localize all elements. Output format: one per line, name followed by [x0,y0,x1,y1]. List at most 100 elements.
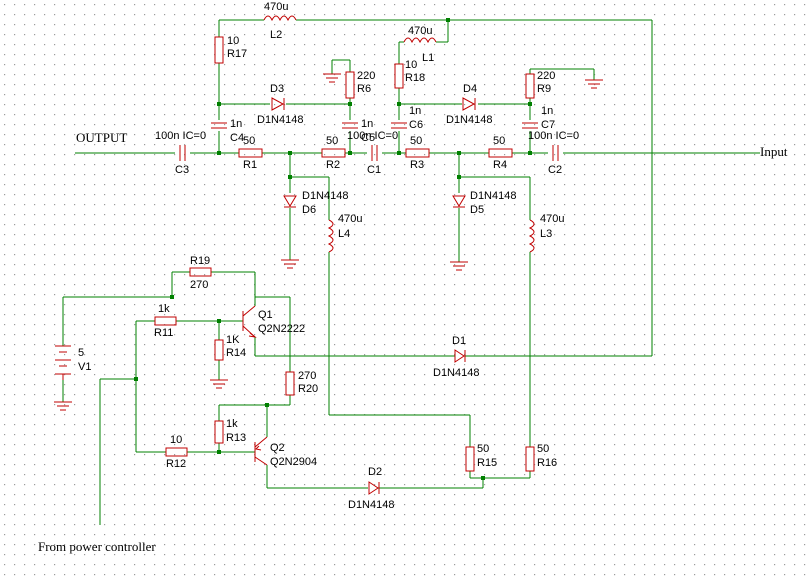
R20-value: 270 [298,370,316,382]
transistor-Q2[interactable] [254,436,268,466]
D6-value: D1N4148 [302,190,348,202]
R1-ref: R1 [243,159,257,171]
R14-ref: R14 [226,347,246,359]
R9-value: 220 [537,70,555,82]
R3-value: 50 [410,135,422,147]
R15-value: 50 [477,443,489,455]
capacitor-C4[interactable] [211,122,227,129]
D2-ref: D2 [368,466,382,478]
R9-ref: R9 [537,83,551,95]
D3-ref: D3 [270,83,284,95]
Q1-ref: Q1 [258,309,273,321]
L4-ref: L4 [338,228,350,240]
V1-value: 5 [78,347,84,359]
L2-value: 470u [264,1,288,13]
resistor-R13[interactable] [214,420,224,444]
D1-ref: D1 [452,335,466,347]
R13-ref: R13 [226,432,246,444]
capacitor-C6[interactable] [391,122,407,129]
resistor-R6[interactable] [345,71,355,99]
resistor-R3[interactable] [405,148,430,158]
diode-D4[interactable] [462,97,476,111]
R12-ref: R12 [166,458,186,470]
ground-icon [450,261,468,271]
transistor-Q1[interactable] [242,305,257,338]
diode-D6[interactable] [283,195,297,208]
L1-value: 470u [408,25,432,37]
diode-D1[interactable] [454,349,466,363]
D4-value: D1N4148 [446,114,492,126]
R19-ref: R19 [190,255,210,267]
inductor-L4[interactable] [327,219,334,253]
D4-ref: D4 [463,83,477,95]
R17-value: 10 [227,35,239,47]
C3-ref: C3 [175,164,189,176]
D2-value: D1N4148 [348,499,394,511]
R19-value: 270 [190,279,208,291]
inductor-L1[interactable] [403,37,437,44]
R14-value: 1K [226,334,240,346]
junction-dots [134,18,532,480]
Q2-value: Q2N2904 [270,456,317,468]
resistor-R17[interactable] [214,36,224,64]
R11-value: 1k [158,303,170,315]
inductor-L3[interactable] [528,219,535,253]
C3-value: 100n IC=0 [155,130,206,142]
D5-ref: D5 [470,204,484,216]
Q2-ref: Q2 [270,442,285,454]
resistor-R14[interactable] [214,339,224,361]
R2-value: 50 [326,135,338,147]
L3-ref: L3 [540,228,552,240]
ground-icon [585,79,603,89]
resistor-R20[interactable] [285,371,295,396]
resistor-R19[interactable] [189,267,212,277]
V1-ref: V1 [78,361,91,373]
C1-value: 100n IC=0 [347,130,398,142]
R12-value: 10 [170,434,182,446]
diode-D3[interactable] [271,97,285,111]
C7-value: 1n [541,105,553,117]
diode-D2[interactable] [368,481,380,495]
capacitor-C7[interactable] [522,122,538,129]
input-label: Input [760,144,788,159]
R6-value: 220 [357,70,375,82]
capacitor-C1[interactable] [371,145,378,161]
part-labels: 470u L2 470u L1 10 R17 220 R6 10 R18 220… [78,1,579,511]
resistor-R15[interactable] [465,446,475,472]
diode-D5[interactable] [452,195,466,208]
capacitor-C3[interactable] [179,145,186,161]
C7-ref: C7 [541,119,555,131]
resistor-R16[interactable] [525,446,535,472]
inductor-L2[interactable] [263,15,297,22]
resistor-R12[interactable] [165,447,188,457]
R1-value: 50 [243,135,255,147]
C6-value: 1n [409,105,421,117]
capacitor-C2[interactable] [552,145,559,161]
ground-icon [281,259,299,269]
power-controller-label: From power controller [38,539,156,554]
R18-ref: R18 [405,72,425,84]
battery-V1[interactable] [55,345,71,380]
C2-value: 100n IC=0 [528,130,579,142]
R11-ref: R11 [154,327,173,339]
C1-ref: C1 [367,164,381,176]
R17-ref: R17 [227,48,247,60]
R4-ref: R4 [493,159,507,171]
Q1-value: Q2N2222 [258,323,305,335]
resistor-R11[interactable] [154,316,177,326]
resistor-R1[interactable] [238,148,263,158]
L3-value: 470u [540,213,564,225]
D3-value: D1N4148 [257,114,303,126]
capacitor-C5[interactable] [342,122,358,129]
resistor-R9[interactable] [525,73,535,99]
resistor-R2[interactable] [321,148,346,158]
output-label: OUTPUT [76,130,127,145]
resistor-R18[interactable] [394,63,404,89]
L1-ref: L1 [422,52,434,64]
R18-value: 10 [405,59,417,71]
ground-icon [210,379,228,389]
resistor-R4[interactable] [488,148,513,158]
R16-value: 50 [537,443,549,455]
